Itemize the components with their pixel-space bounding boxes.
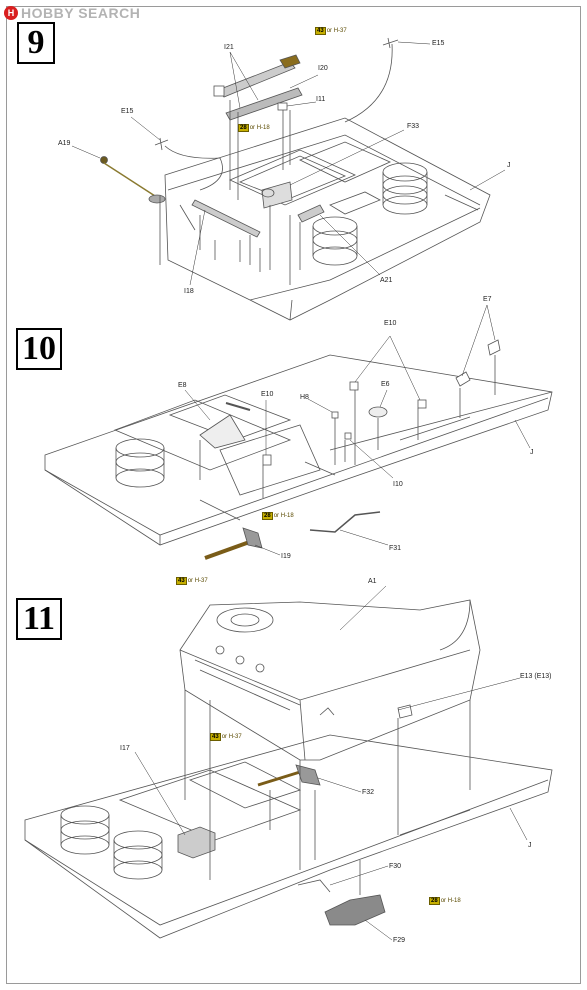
paint-chip: 43: [176, 577, 187, 585]
step9-hull-deck: [164, 117, 491, 321]
paint-chip: 28: [238, 124, 249, 132]
part-label-F32: F32: [362, 789, 375, 796]
part-label-A21: A21: [380, 277, 393, 284]
part-label-J-step11: J: [528, 842, 532, 849]
step11-hull-deck: [24, 734, 553, 939]
paint-chip: 28: [429, 897, 440, 905]
step-10-number: 10: [16, 328, 62, 370]
paint-alt: or H-37: [221, 734, 242, 740]
part-label-A1: A1: [368, 578, 377, 585]
instruction-sheet-frame: [6, 6, 581, 984]
leader-lines: [71, 41, 531, 941]
part-label-E6: E6: [381, 381, 390, 388]
part-label-E15-top: E15: [432, 40, 445, 47]
part-label-E10-top: E10: [384, 320, 397, 327]
part-label-J-step10: J: [530, 449, 534, 456]
part-label-A19: A19: [58, 140, 71, 147]
paint-chip: 28: [262, 512, 273, 520]
hobby-search-logo-icon: H: [4, 6, 18, 20]
step10-hull-deck: [44, 354, 553, 546]
part-label-I20: I20: [318, 65, 328, 72]
step11-parts: [177, 690, 471, 926]
step-11-number: 11: [16, 598, 62, 640]
part-label-J-step9: J: [507, 162, 511, 169]
step-9-number: 9: [17, 22, 55, 64]
part-label-E10-left: E10: [261, 391, 274, 398]
paint-alt: or H-37: [187, 578, 208, 584]
part-label-F29: F29: [393, 937, 406, 944]
part-label-I11: I11: [316, 96, 326, 103]
hobby-search-logo-text: HOBBY SEARCH: [21, 5, 141, 21]
paint-alt: or H-18: [273, 513, 294, 519]
step10-parts: [199, 339, 501, 560]
part-label-E7: E7: [483, 296, 492, 303]
paint-alt: or H-37: [326, 28, 347, 34]
part-label-I19: I19: [281, 553, 291, 560]
paint-chip: 43: [315, 27, 326, 35]
paint-chip: 43: [210, 733, 221, 741]
step9-parts: [100, 37, 399, 285]
paint-alt: or H-18: [440, 898, 461, 904]
part-label-F30: F30: [389, 863, 402, 870]
part-label-F31: F31: [389, 545, 402, 552]
part-label-I10: I10: [393, 481, 403, 488]
part-label-I18: I18: [184, 288, 194, 295]
part-label-F33: F33: [407, 123, 420, 130]
part-label-H8: H8: [300, 394, 309, 401]
hobby-search-watermark: H HOBBY SEARCH: [4, 4, 140, 22]
part-label-E15-left: E15: [121, 108, 134, 115]
part-label-I21: I21: [224, 44, 234, 51]
part-label-E13: E13 (E13): [520, 673, 552, 680]
step11-turret: [179, 599, 481, 761]
paint-alt: or H-18: [249, 125, 270, 131]
part-label-E8: E8: [178, 382, 187, 389]
part-label-I17: I17: [120, 745, 130, 752]
